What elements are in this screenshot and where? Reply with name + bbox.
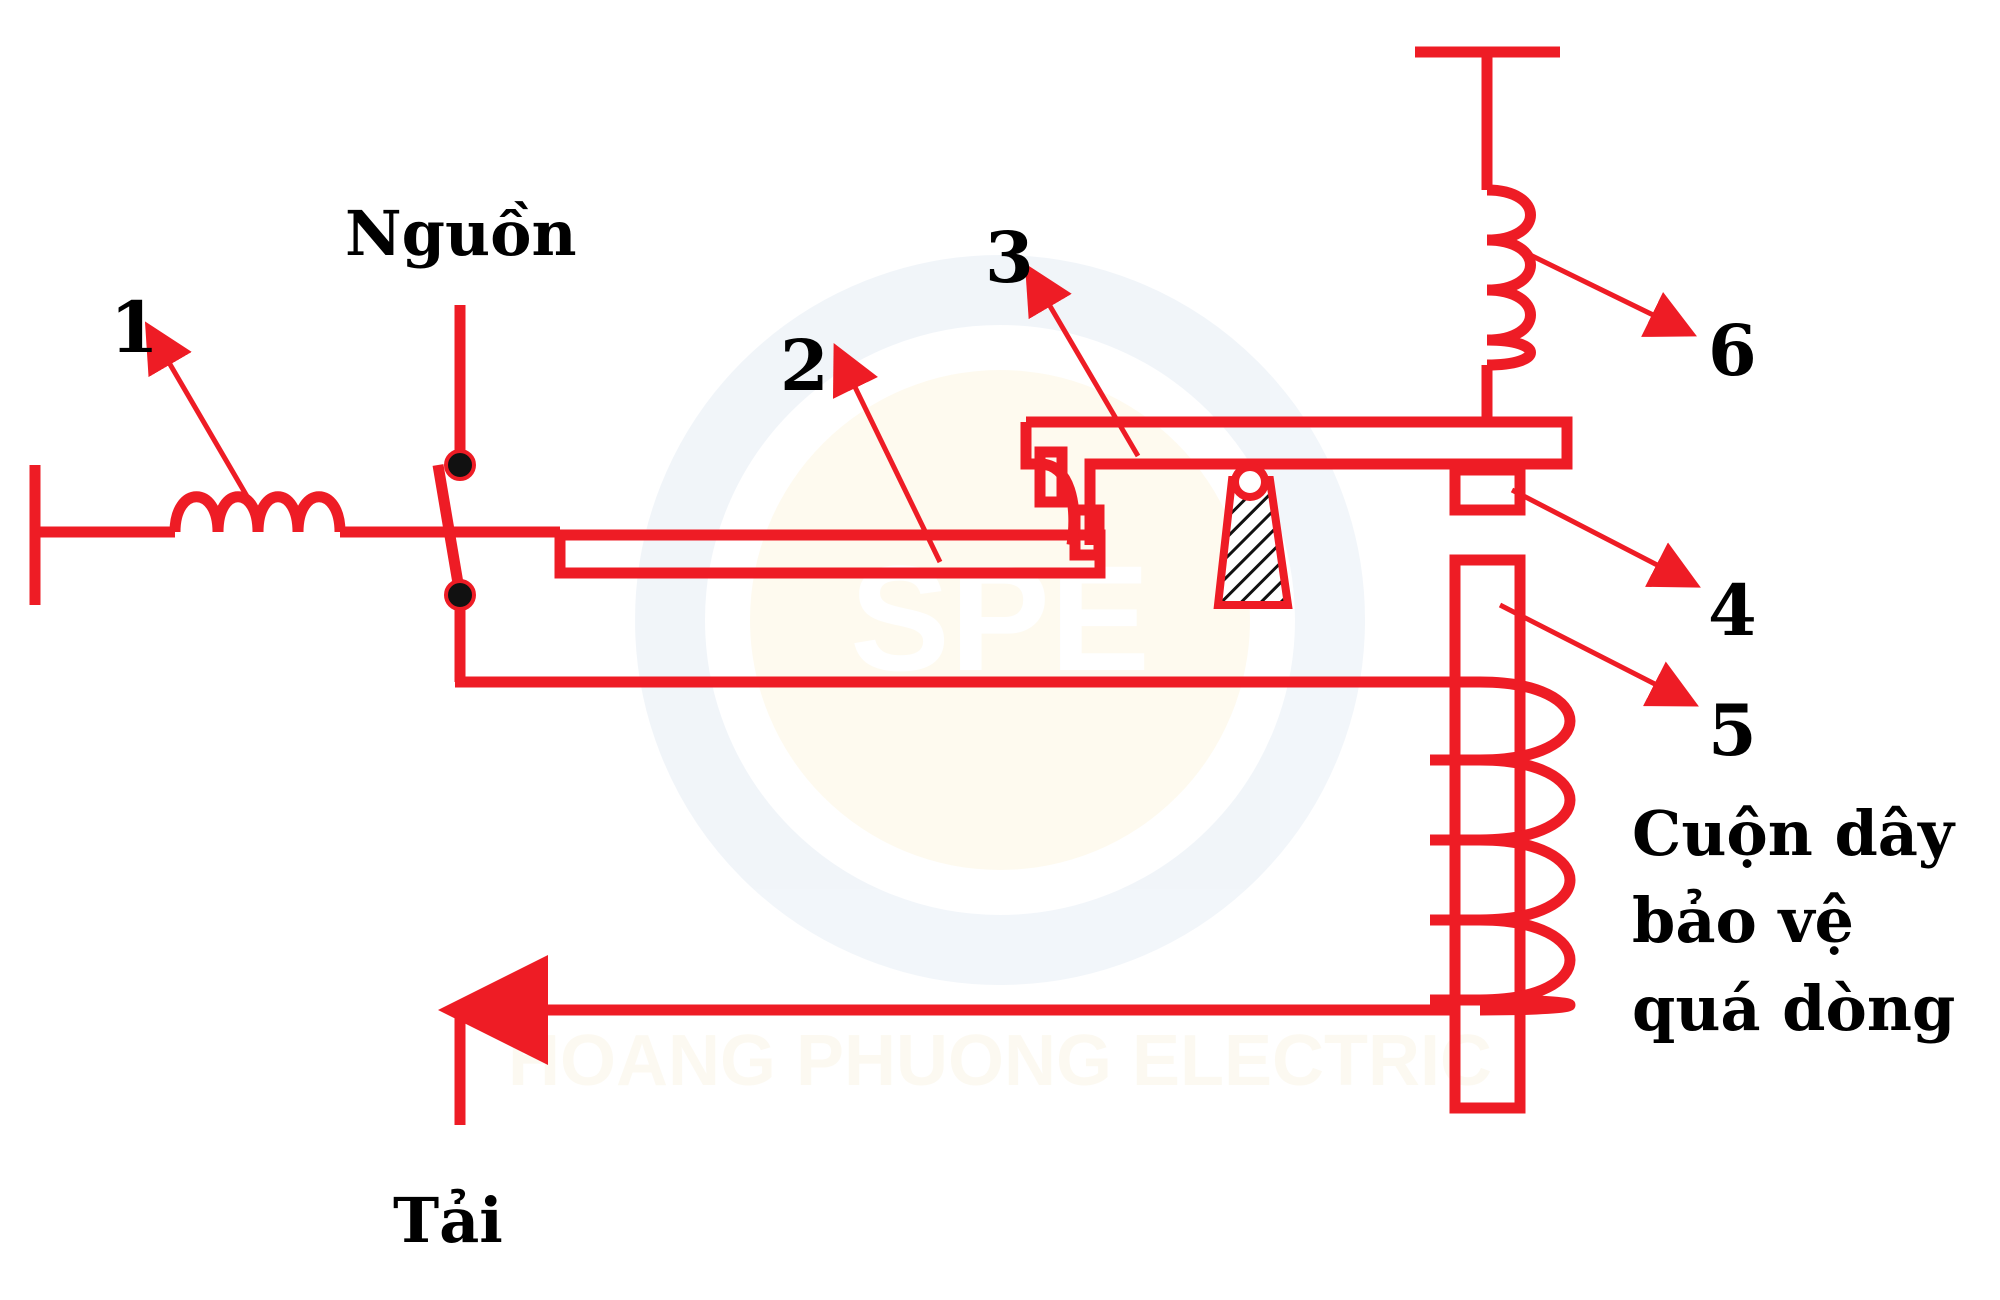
arrow-6 [1518,247,1697,337]
contact-top [444,449,476,481]
coil-caption-line-2: bảo vệ [1632,884,1854,957]
plunger-block [1449,464,1526,516]
label-6: 6 [1708,309,1757,392]
label-4: 4 [1708,569,1757,652]
arrow-5 [1498,602,1699,707]
pivot-pin [1231,463,1269,501]
coil-caption-line-1: Cuộn dây [1632,797,1956,870]
label-power: Nguồn [345,197,577,270]
arrow-3 [1024,263,1141,458]
overcurrent-coil [1430,676,1576,1016]
watermark-text: HOANG PHUONG ELECTRIC [508,1021,1492,1101]
label-load: Tải [393,1184,503,1257]
label-5: 5 [1708,689,1757,772]
switch-blade [432,464,466,596]
label-1: 1 [110,286,159,369]
latch-tooth [1034,446,1068,508]
arrow-4 [1510,487,1701,588]
arrow-1 [144,321,265,524]
spring-6 [1486,184,1536,371]
watermark: SPE HOANG PHUONG ELECTRIC [508,255,1492,1101]
load-lead [454,1004,600,1125]
arrow-2 [832,343,943,564]
inductor-1 [169,491,346,533]
leader-arrows [144,247,1701,707]
latch-lever [1026,416,1573,545]
circuit [29,46,1576,1125]
coil-caption-line-3: quá dòng [1632,972,1955,1045]
contact-bottom [444,579,476,611]
label-3: 3 [985,216,1034,299]
label-2: 2 [780,324,829,407]
